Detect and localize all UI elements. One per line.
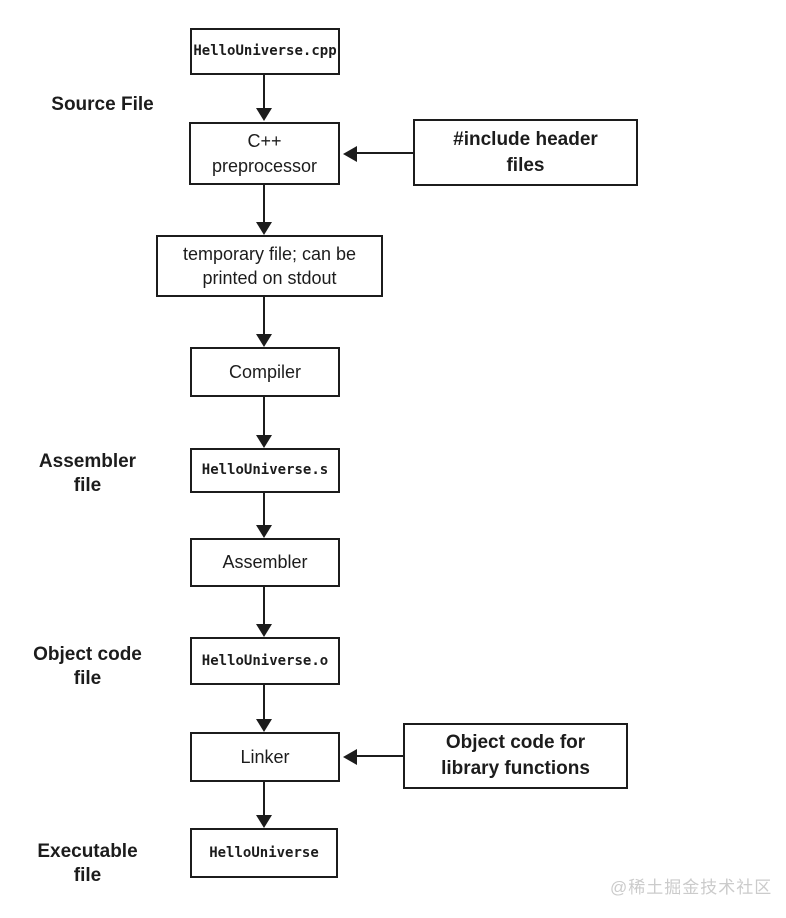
arrow-line (263, 782, 265, 815)
arrow-line (263, 75, 265, 108)
node-assembler-file: HelloUniverse.s (190, 448, 340, 493)
node-include-header-files: #include header files (413, 119, 638, 186)
node-compiler: Compiler (190, 347, 340, 397)
arrow-line (356, 152, 413, 154)
arrow-line (263, 297, 265, 334)
arrow-head-left-icon (343, 146, 357, 162)
node-source-cpp-file: HelloUniverse.cpp (190, 28, 340, 75)
watermark: @稀土掘金技术社区 (610, 878, 773, 897)
stage-label-object-code-file: Object code file (33, 644, 142, 689)
arrow-line (263, 397, 265, 435)
arrow-head-left-icon (343, 749, 357, 765)
arrow-line (263, 185, 265, 222)
arrow-head-down-icon (256, 624, 272, 637)
arrow-head-down-icon (256, 525, 272, 538)
arrow-head-down-icon (256, 108, 272, 121)
node-object-file: HelloUniverse.o (190, 637, 340, 685)
stage-label-source-file: Source File (51, 94, 154, 115)
stage-label-executable-file: Executable file (37, 841, 138, 886)
arrow-head-down-icon (256, 222, 272, 235)
arrow-head-down-icon (256, 334, 272, 347)
arrow-line (263, 685, 265, 719)
node-library-object-code: Object code for library functions (403, 723, 628, 789)
arrow-line (263, 587, 265, 624)
node-cpp-preprocessor: C++ preprocessor (189, 122, 340, 185)
node-assembler: Assembler (190, 538, 340, 587)
arrow-line (356, 755, 403, 757)
arrow-head-down-icon (256, 719, 272, 732)
arrow-line (263, 493, 265, 525)
node-temporary-file: temporary file; can be printed on stdout (156, 235, 383, 297)
node-executable-file: HelloUniverse (190, 828, 338, 878)
node-linker: Linker (190, 732, 340, 782)
stage-label-assembler-file: Assembler file (38, 451, 137, 496)
arrow-head-down-icon (256, 435, 272, 448)
arrow-head-down-icon (256, 815, 272, 828)
